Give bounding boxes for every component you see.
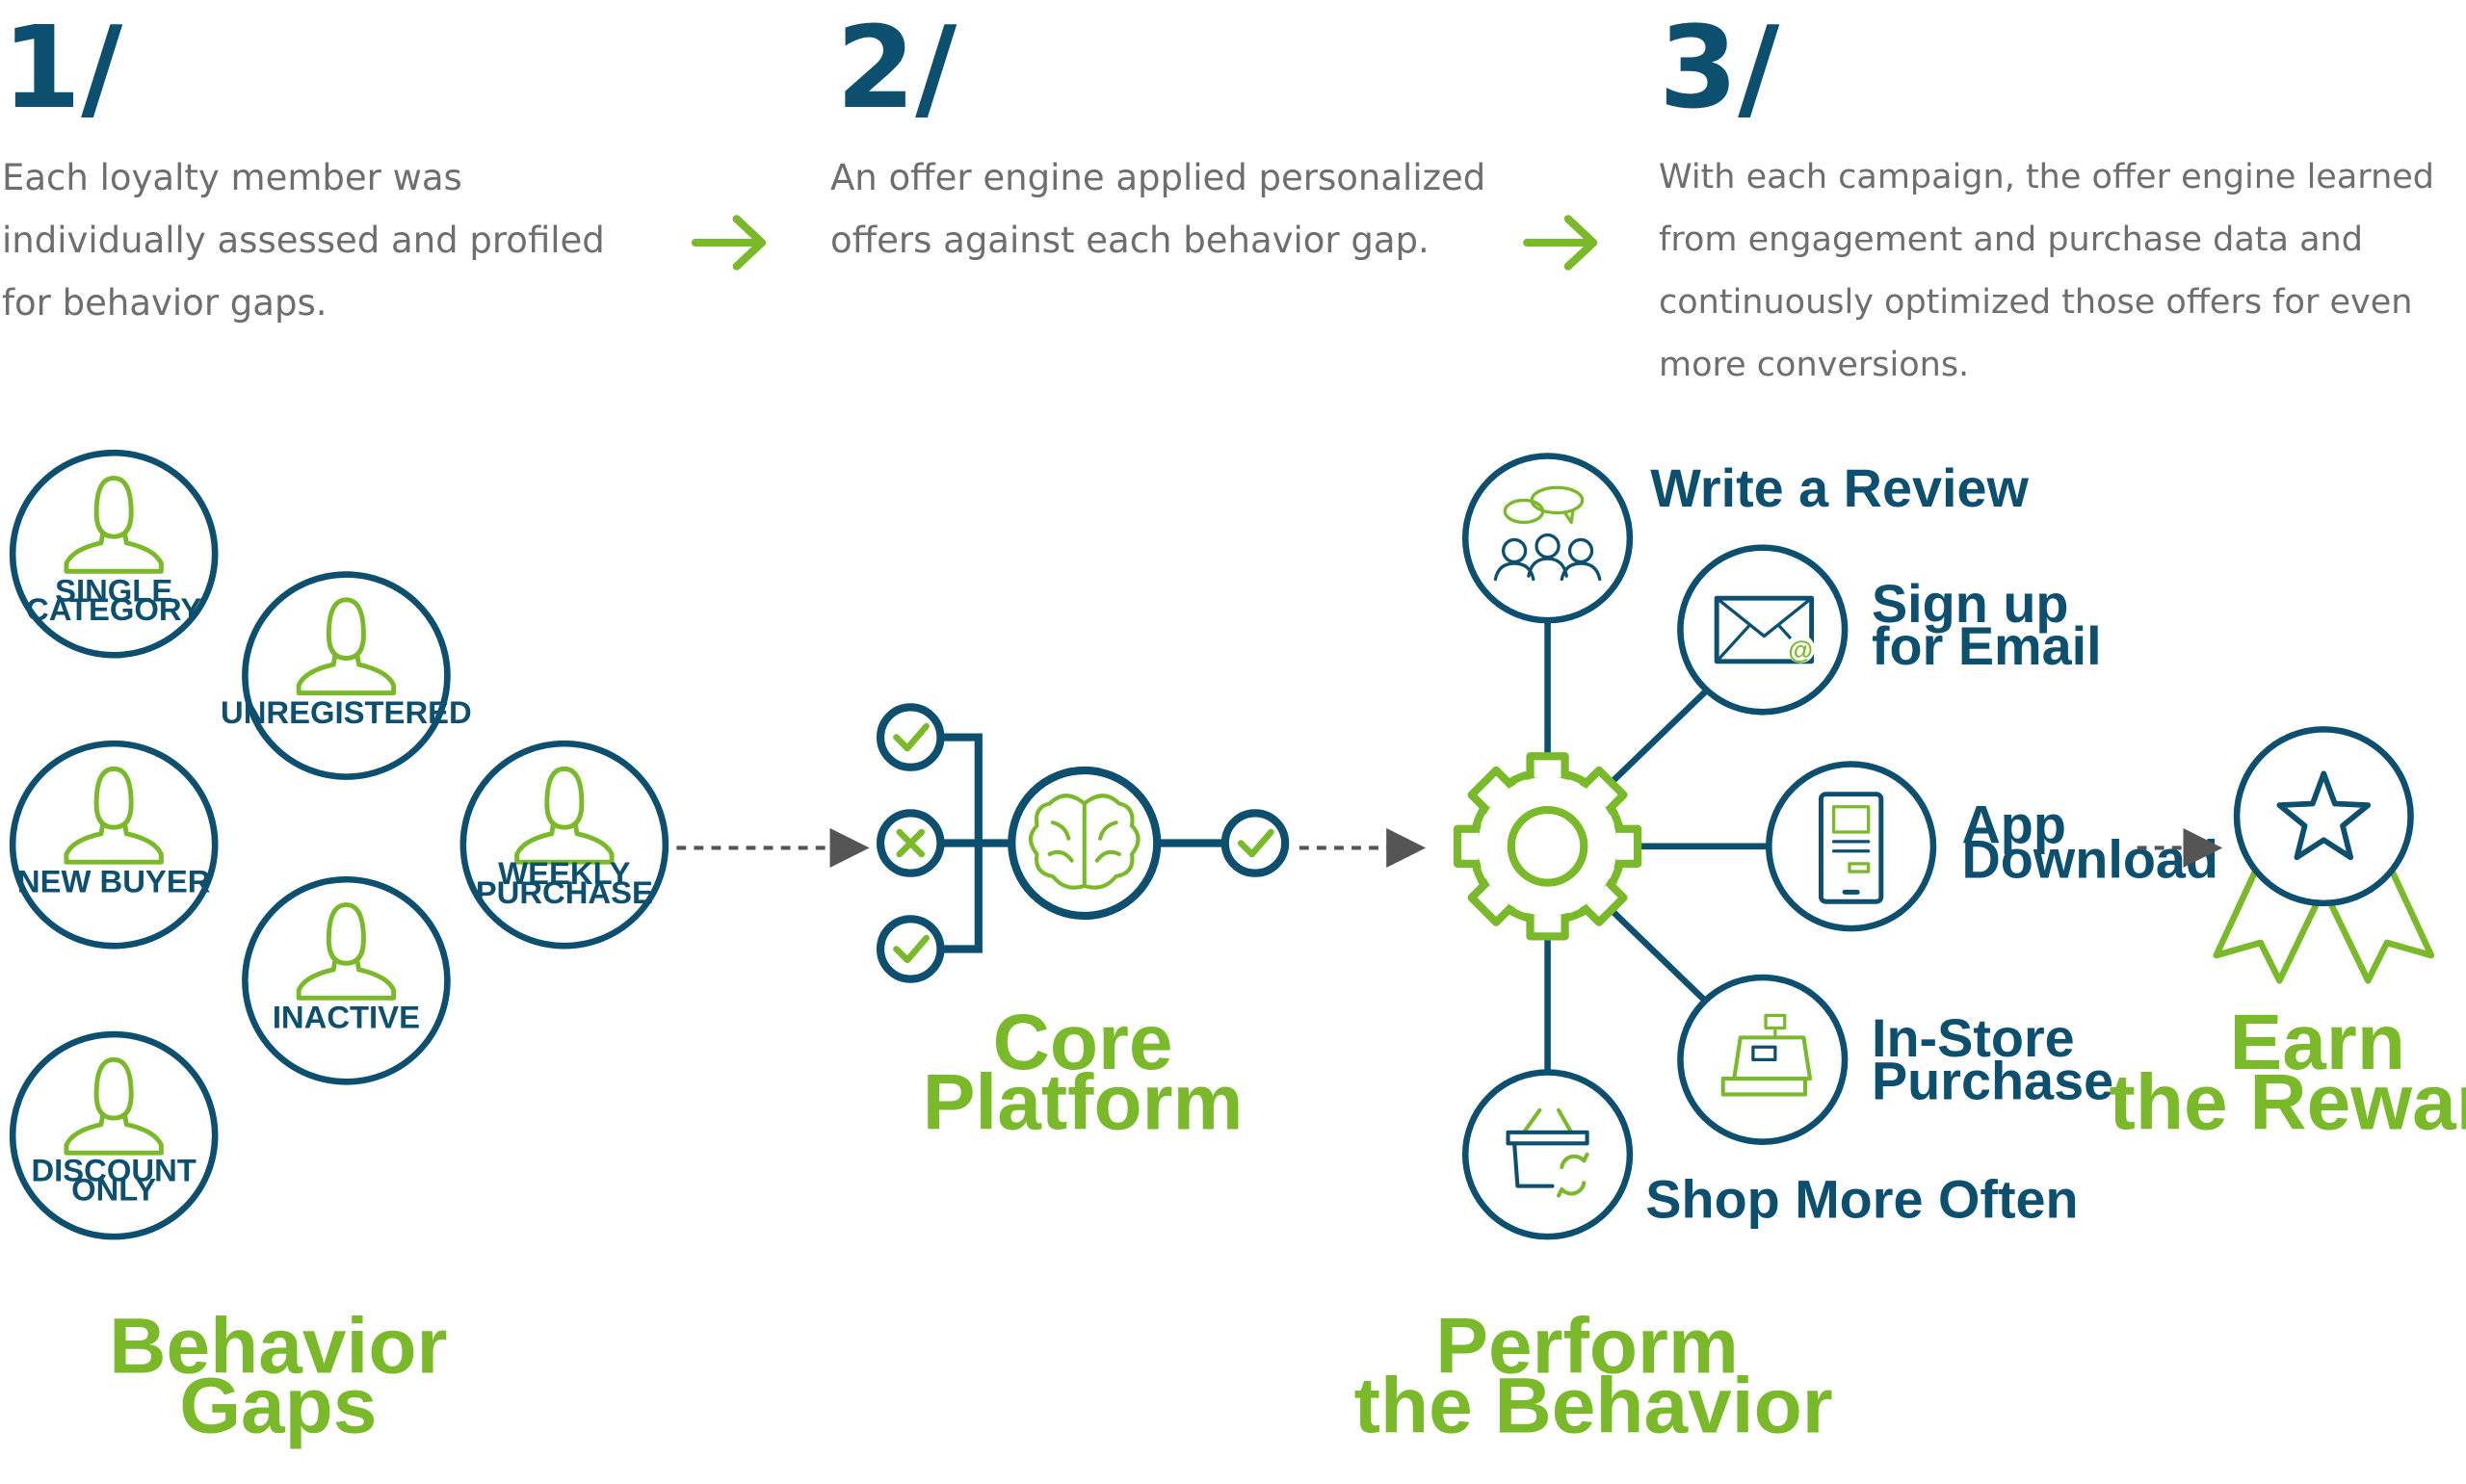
brain-icon bbox=[1008, 766, 1162, 921]
at-symbol: @ bbox=[1788, 636, 1813, 664]
basket-icon bbox=[1506, 1107, 1589, 1198]
gear-icon bbox=[1453, 752, 1642, 941]
register-icon bbox=[1720, 1013, 1813, 1097]
step-3-text: With each campaign, the offer engine lea… bbox=[1659, 158, 2434, 384]
behavior-label: Shop More Often bbox=[1645, 1168, 2078, 1229]
x-icon bbox=[876, 809, 945, 877]
behavior-sign-up-email: @ Sign up for Email bbox=[1677, 544, 2102, 716]
step-1-text: Each loyalty member was individually ass… bbox=[2, 157, 605, 324]
behavior-label: Write a Review bbox=[1650, 457, 2029, 518]
member-label: INACTIVE bbox=[273, 1000, 420, 1035]
step-1-number: 1/ bbox=[2, 1, 123, 134]
people-chat-icon bbox=[1493, 485, 1602, 582]
core-platform-graphic bbox=[876, 703, 1290, 983]
hub-spokes bbox=[1544, 620, 1771, 1073]
reward-title: Earn bbox=[2230, 999, 2405, 1086]
member-label: UNREGISTERED bbox=[221, 694, 472, 730]
behavior-label: Sign up bbox=[1872, 573, 2069, 634]
member-unregistered: UNREGISTERED bbox=[221, 571, 472, 780]
behavior-shop-more-often: Shop More Often bbox=[1461, 1069, 2079, 1240]
member-label: WEEKLY bbox=[498, 855, 630, 891]
check-icon bbox=[1220, 809, 1290, 877]
reward-title-2: the Reward bbox=[2110, 1059, 2466, 1147]
check-icon bbox=[876, 915, 945, 983]
perform-title: Perform bbox=[1435, 1302, 1739, 1390]
envelope-icon: @ bbox=[1714, 595, 1815, 664]
step-2-number: 2/ bbox=[836, 1, 958, 134]
member-discount-only: DISCOUNT ONLY bbox=[9, 1030, 219, 1240]
member-new-buyer: NEW BUYER bbox=[9, 740, 219, 950]
core-platform-title: Core bbox=[993, 999, 1173, 1086]
member-inactive: INACTIVE bbox=[242, 875, 451, 1085]
member-label-2: CATEGORY bbox=[26, 591, 201, 627]
behavior-gaps-title: Behavior bbox=[109, 1302, 447, 1390]
behavior-write-review: Write a Review bbox=[1461, 453, 2030, 624]
behavior-label-2: Download bbox=[1962, 829, 2218, 890]
perform-title-2: the Behavior bbox=[1354, 1363, 1833, 1450]
behavior-gaps-title-2: Gaps bbox=[179, 1363, 377, 1450]
step-2-text: An offer engine applied personalized off… bbox=[830, 157, 1486, 261]
behavior-label-2: Purchase bbox=[1872, 1050, 2113, 1110]
behavior-app-download: App Download bbox=[1766, 761, 2218, 932]
member-weekly-purchase: WEEKLY PURCHASE bbox=[459, 740, 669, 950]
core-platform-title-2: Platform bbox=[923, 1059, 1244, 1147]
step-arrow-2-icon bbox=[1523, 215, 1598, 271]
behavior-label: App bbox=[1962, 794, 2066, 855]
star-icon bbox=[2276, 770, 2372, 861]
member-label-2: ONLY bbox=[71, 1171, 156, 1207]
member-label: NEW BUYER bbox=[17, 863, 211, 898]
member-label: SINGLE bbox=[55, 572, 172, 608]
step-3-number: 3/ bbox=[1659, 1, 1780, 134]
step-arrow-1-icon bbox=[691, 215, 767, 271]
behavior-label-2: for Email bbox=[1872, 615, 2102, 676]
award-ribbon-icon bbox=[2213, 726, 2435, 984]
behavior-label: In-Store bbox=[1872, 1007, 2075, 1068]
phone-icon bbox=[1819, 792, 1884, 904]
member-single-category: SINGLE CATEGORY bbox=[9, 449, 219, 659]
member-label: DISCOUNT bbox=[31, 1153, 196, 1188]
behavior-in-store-purchase: In-Store Purchase bbox=[1677, 974, 2113, 1145]
member-label-2: PURCHASE bbox=[476, 874, 653, 910]
check-icon bbox=[876, 703, 945, 771]
